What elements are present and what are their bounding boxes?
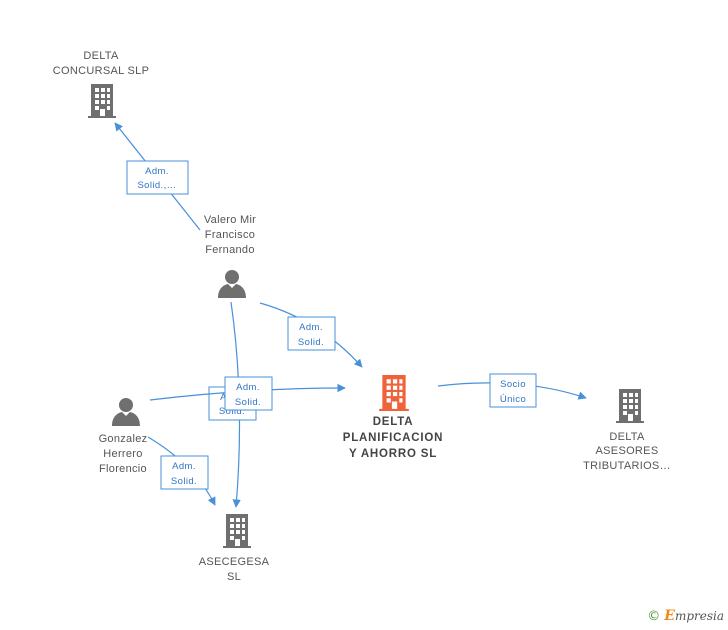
edge-label-box[interactable] (160, 455, 209, 490)
edge-label-line-2: Solid. (171, 476, 197, 487)
node-label-line-2: SL (227, 571, 241, 583)
node-label-line-2: Herrero (103, 448, 142, 460)
edge-label-line-1: Adm. (172, 461, 196, 472)
node-label-line-1: Valero Mir (204, 214, 256, 226)
person-icon (218, 270, 246, 298)
node-label-line-2: Francisco (205, 229, 255, 241)
building-icon (616, 389, 644, 423)
edge-gonzalez-to-asecegesa: Adm. Solid. (147, 436, 216, 506)
node-asecegesa[interactable]: ASECEGESA SL (199, 514, 270, 583)
node-label-line-2: ASESORES (596, 445, 659, 457)
edge-label-line-1: Socio (500, 379, 526, 390)
edge-label-box[interactable] (489, 373, 537, 408)
node-label-line-2: PLANIFICACION (343, 432, 443, 444)
edge-label-box[interactable] (287, 316, 336, 351)
node-delta-planificacion[interactable]: DELTA PLANIFICACION Y AHORRO SL (343, 375, 443, 460)
edge-valero-to-delta-planificacion: Adm. Solid. (259, 302, 363, 368)
node-delta-asesores[interactable]: DELTA ASESORES TRIBUTARIOS… (583, 389, 671, 472)
node-delta-concursal[interactable]: DELTA CONCURSAL SLP (53, 50, 149, 118)
building-icon (88, 84, 116, 118)
edge-valero-to-delta-concursal: Adm. Solid.,… (114, 122, 201, 231)
node-label-line-1: Gonzalez (99, 433, 148, 445)
edge-label-line-1: Adm. (236, 382, 260, 393)
brand-name: mpresia (674, 609, 724, 623)
brand-logo[interactable]: Empresia (664, 608, 724, 624)
copyright-icon: © (647, 608, 661, 624)
node-label-line-1: ASECEGESA (199, 556, 270, 568)
edge-label-box[interactable] (126, 160, 189, 195)
edge-label-line-2: Único (500, 394, 526, 405)
building-icon (223, 514, 251, 548)
building-icon (379, 375, 409, 411)
edge-label-line-2: Solid. (235, 397, 261, 408)
node-label-line-3: Y AHORRO SL (349, 448, 437, 460)
edge-gonzalez-to-delta-planificacion: Adm. Solid. (149, 376, 346, 411)
node-label-line-3: Florencio (99, 463, 147, 475)
edge-label-box[interactable] (224, 376, 273, 411)
edge-planificacion-to-delta-asesores: Socio Único (437, 373, 587, 408)
footer-branding: © Empresia (647, 608, 724, 624)
node-label-line-2: CONCURSAL SLP (53, 65, 149, 77)
node-label-line-1: DELTA (373, 416, 414, 428)
brand-initial: E (664, 608, 675, 624)
node-gonzalez-herrero[interactable]: Gonzalez Herrero Florencio (99, 398, 148, 475)
node-label-line-3: TRIBUTARIOS… (583, 460, 671, 472)
edge-label-line-2: Solid.,… (137, 180, 176, 191)
node-valero-mir[interactable]: Valero Mir Francisco Fernando (204, 214, 256, 298)
node-label-line-1: DELTA (83, 50, 119, 62)
edge-label-line-2: Solid. (298, 337, 324, 348)
node-label-line-3: Fernando (205, 244, 255, 256)
edge-label-line-2: Solid. (219, 406, 245, 417)
edge-label-line-1: Adm. (145, 166, 169, 177)
person-icon (112, 398, 140, 426)
edge-label-line-1: Adm. (299, 322, 323, 333)
node-label-line-1: DELTA (609, 431, 645, 443)
